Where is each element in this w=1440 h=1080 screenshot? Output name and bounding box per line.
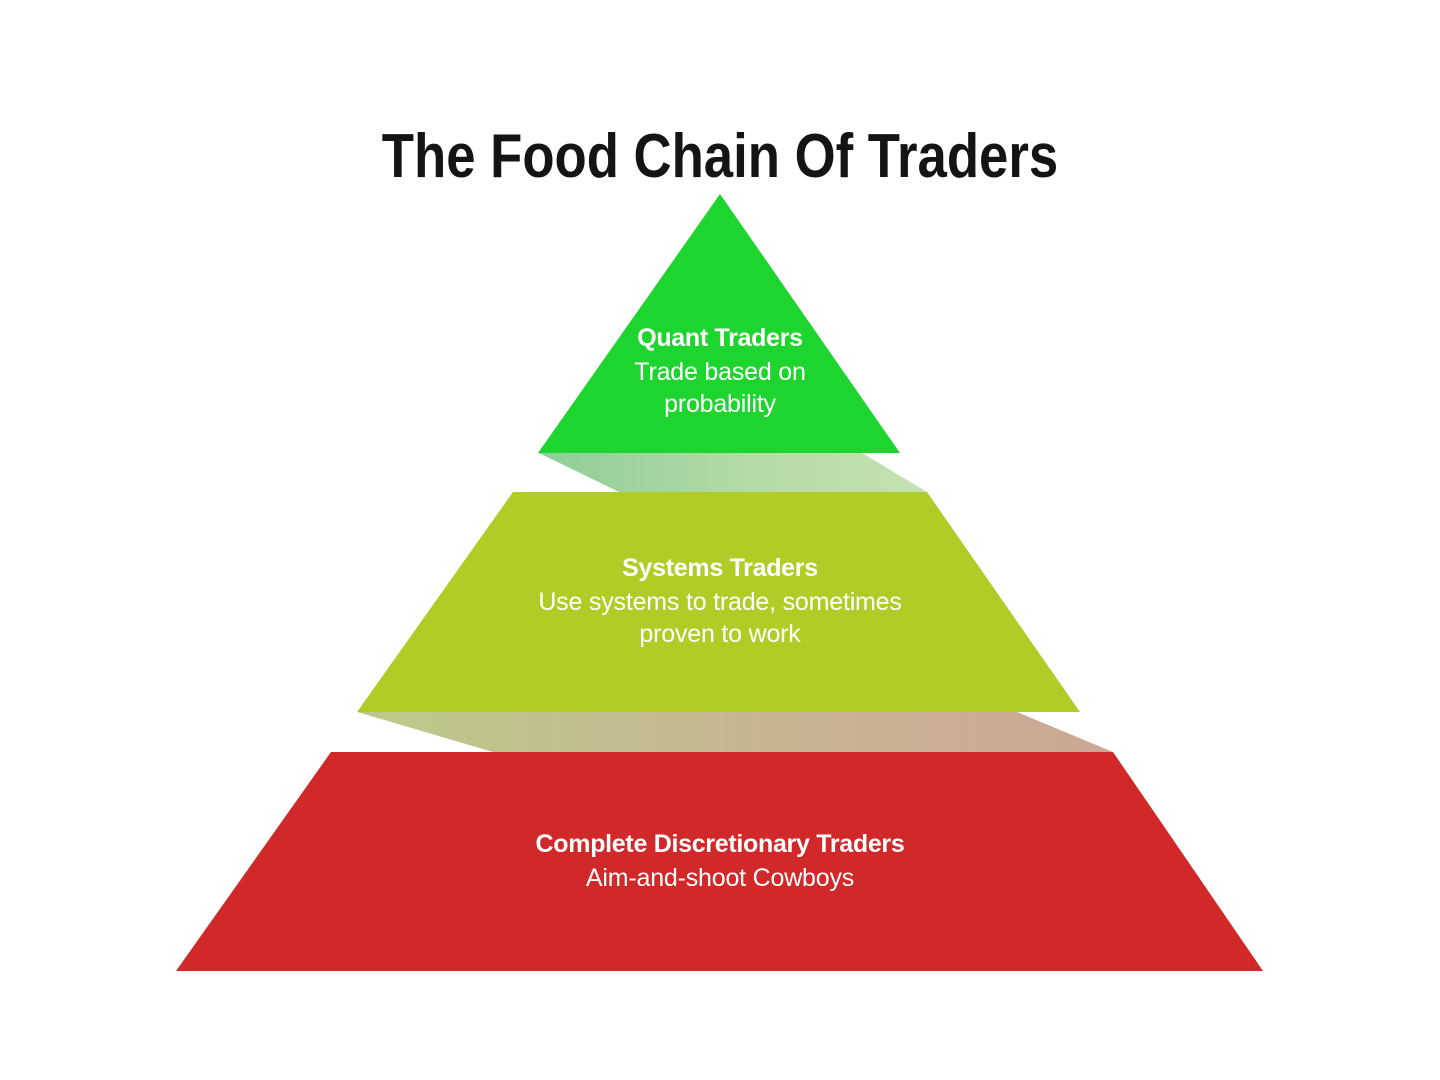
page-title: The Food Chain Of Traders xyxy=(381,121,1059,191)
tier-quant-label: Quant Traders xyxy=(637,324,803,352)
tier-systems-shadow xyxy=(357,712,1113,752)
tier-quant-text: Quant Traders Trade based on probability xyxy=(634,320,806,420)
tier-discretionary-label: Complete Discretionary Traders xyxy=(535,830,905,858)
tier-systems-desc-line2: proven to work xyxy=(639,620,801,648)
tier-discretionary-desc-line1: Aim-and-shoot Cowboys xyxy=(585,864,855,892)
tier-quant-shadow xyxy=(539,453,927,492)
tier-quant-desc-line1: Trade based on xyxy=(634,358,806,386)
tier-quant-desc-line2: probability xyxy=(664,390,776,418)
tier-systems-desc-line1: Use systems to trade, sometimes xyxy=(538,588,902,616)
tier-discretionary-shape xyxy=(176,752,1263,971)
tier-systems-text: Systems Traders Use systems to trade, so… xyxy=(538,550,902,650)
tier-systems-label: Systems Traders xyxy=(622,554,818,582)
tier-discretionary-text: Complete Discretionary Traders Aim-and-s… xyxy=(536,826,905,894)
